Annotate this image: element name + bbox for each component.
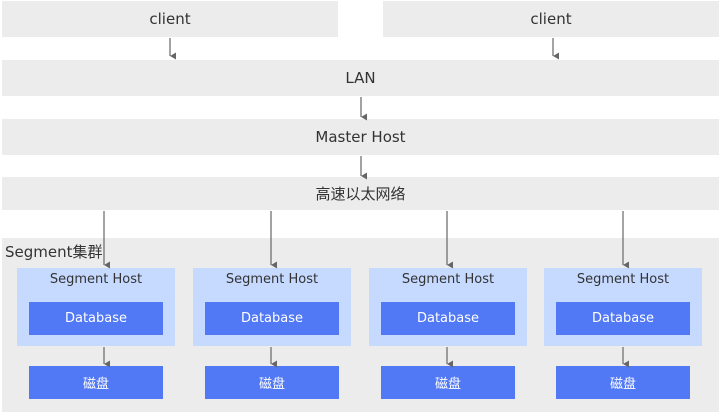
segment-cluster-label: Segment集群 xyxy=(5,243,103,261)
lan-label: LAN xyxy=(345,69,376,87)
segment-host-label: Segment Host xyxy=(401,272,495,287)
segment-host-label: Segment Host xyxy=(576,272,670,287)
disk-box: 磁盘 xyxy=(556,366,690,399)
client-box-left: client xyxy=(2,1,338,37)
master-host-label: Master Host xyxy=(315,128,406,146)
database-box: Database xyxy=(556,302,690,335)
network-box: 高速以太网络 xyxy=(2,177,719,210)
client-label: client xyxy=(149,10,191,28)
disk-box: 磁盘 xyxy=(205,366,339,399)
disk-box: 磁盘 xyxy=(381,366,515,399)
master-host-box: Master Host xyxy=(2,119,719,155)
client-label: client xyxy=(530,10,572,28)
segment-host-label: Segment Host xyxy=(49,272,143,287)
disk-box: 磁盘 xyxy=(29,366,163,399)
database-box: Database xyxy=(29,302,163,335)
database-box: Database xyxy=(205,302,339,335)
network-label: 高速以太网络 xyxy=(315,185,406,203)
lan-box: LAN xyxy=(2,60,719,96)
database-box: Database xyxy=(381,302,515,335)
client-box-right: client xyxy=(383,1,719,37)
segment-host-label: Segment Host xyxy=(225,272,319,287)
